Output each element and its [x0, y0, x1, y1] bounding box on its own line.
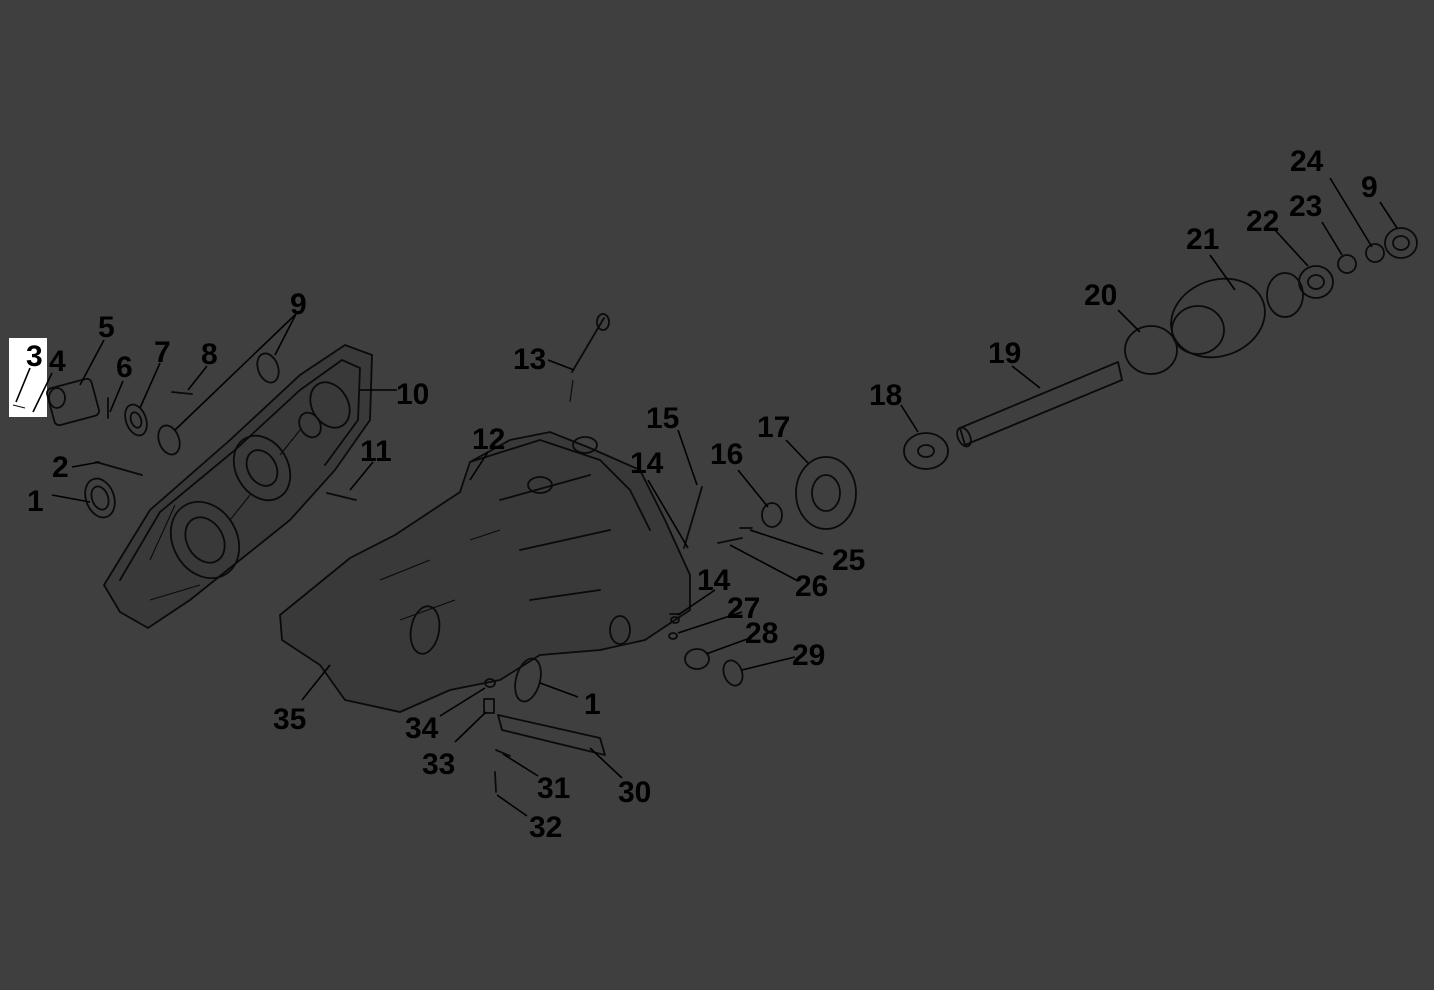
- callout-14-lower[interactable]: 14: [697, 564, 731, 597]
- callout-10[interactable]: 10: [396, 378, 429, 411]
- callout-3-highlight[interactable]: [9, 338, 47, 417]
- callout-6[interactable]: 6: [116, 351, 133, 384]
- side-cover-plate: [102, 343, 373, 630]
- callout-32[interactable]: 32: [529, 811, 562, 844]
- callout-9-left[interactable]: 9: [290, 288, 307, 321]
- leader-lines: [15, 177, 1398, 817]
- callout-13[interactable]: 13: [513, 343, 546, 376]
- callout-7[interactable]: 7: [154, 336, 171, 369]
- main-gearcase: [279, 313, 703, 793]
- callout-30[interactable]: 30: [618, 776, 651, 809]
- callout-17[interactable]: 17: [757, 411, 790, 444]
- callout-19[interactable]: 19: [988, 337, 1021, 370]
- callout-8[interactable]: 8: [201, 338, 218, 371]
- callout-labels: 1 2 3 4 5 6 7 8 9 10 11 12 13 14 14 15 1…: [26, 145, 1378, 844]
- callout-29[interactable]: 29: [792, 639, 825, 672]
- callout-9-right[interactable]: 9: [1361, 171, 1378, 204]
- callout-16[interactable]: 16: [710, 438, 743, 471]
- callout-27[interactable]: 27: [727, 592, 760, 625]
- callout-5[interactable]: 5: [98, 311, 115, 344]
- callout-23[interactable]: 23: [1289, 190, 1322, 223]
- callout-12[interactable]: 12: [472, 423, 505, 456]
- callout-15[interactable]: 15: [646, 402, 679, 435]
- callout-24[interactable]: 24: [1290, 145, 1324, 178]
- callout-21[interactable]: 21: [1186, 223, 1219, 256]
- callout-22[interactable]: 22: [1246, 205, 1279, 238]
- callout-14-upper[interactable]: 14: [630, 447, 664, 480]
- callout-11[interactable]: 11: [360, 435, 392, 468]
- callout-4[interactable]: 4: [49, 345, 66, 378]
- callout-1[interactable]: 1: [27, 485, 44, 518]
- callout-2[interactable]: 2: [52, 451, 69, 484]
- callout-25[interactable]: 25: [832, 544, 865, 577]
- callout-33[interactable]: 33: [422, 748, 455, 781]
- callout-31[interactable]: 31: [537, 772, 570, 805]
- callout-34[interactable]: 34: [405, 712, 439, 745]
- callout-35[interactable]: 35: [273, 703, 306, 736]
- callout-28[interactable]: 28: [745, 617, 778, 650]
- shaft-assembly: [903, 227, 1418, 470]
- callout-18[interactable]: 18: [869, 379, 902, 412]
- middle-right-parts: [668, 456, 857, 687]
- callout-1-lower[interactable]: 1: [584, 688, 601, 721]
- callout-20[interactable]: 20: [1084, 279, 1117, 312]
- callout-26[interactable]: 26: [795, 570, 828, 603]
- left-small-parts: [12, 352, 357, 519]
- callout-3[interactable]: 3: [26, 340, 43, 373]
